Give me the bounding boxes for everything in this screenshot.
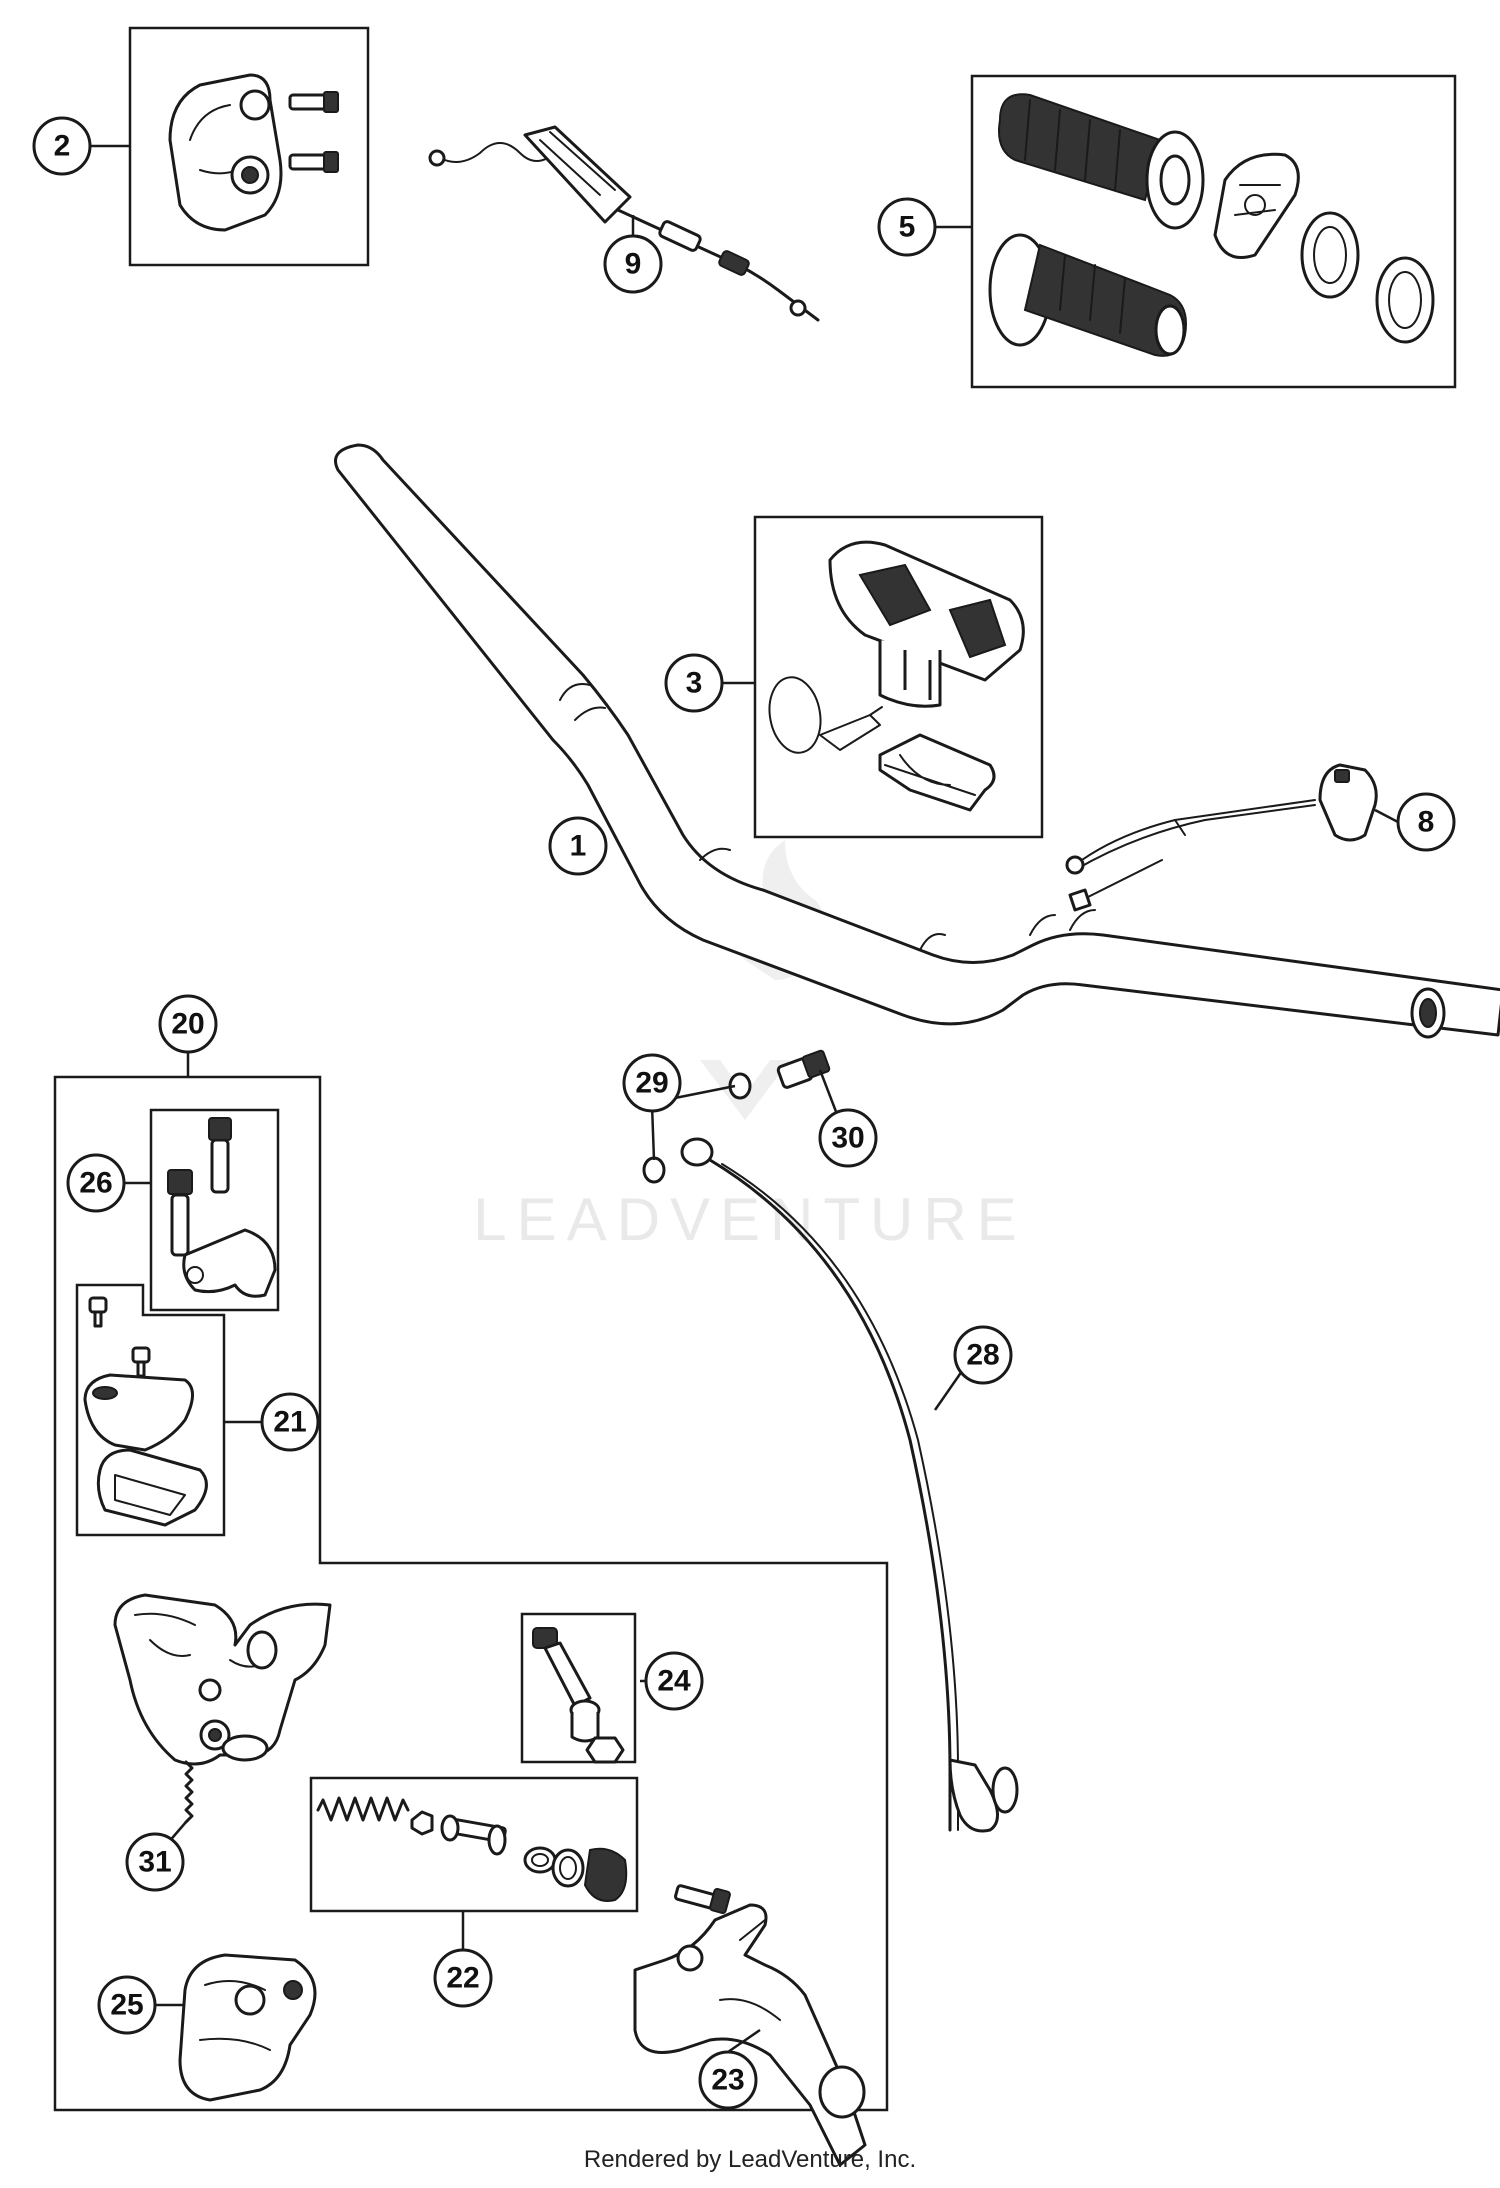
callout-23[interactable]: 23	[698, 2050, 758, 2110]
watermark-v-icon	[700, 1060, 790, 1120]
part-5-box	[970, 74, 1457, 389]
callout-26-label: 26	[79, 1167, 112, 1200]
callout-8[interactable]: 8	[1396, 792, 1456, 852]
bar-pad-mount	[878, 733, 996, 812]
callout-23-label: 23	[711, 2064, 744, 2097]
switch-screw-1	[288, 91, 339, 113]
callout-30-label: 30	[831, 1122, 864, 1155]
clamp-bolt-1	[208, 1117, 232, 1194]
cable-tie	[768, 676, 883, 754]
part-30-banjo-bolt[interactable]	[776, 1049, 831, 1089]
switch-screw-2	[288, 151, 339, 173]
part-21-box	[75, 1283, 226, 1537]
throttle-cam	[1213, 152, 1300, 259]
watermark-text: LEADVENTURE	[473, 1186, 1026, 1253]
throttle-ring-2	[1375, 256, 1435, 344]
part-3-bar-pad[interactable]	[753, 515, 1044, 839]
callout-21[interactable]: 21	[260, 1392, 320, 1452]
handlebar-tube	[334, 443, 1500, 1037]
part-24-box	[520, 1612, 637, 1764]
part-31-spring[interactable]	[184, 1760, 194, 1824]
part-21-reservoir-cap[interactable]	[75, 1283, 226, 1537]
callout-24-label: 24	[657, 1665, 691, 1698]
cap-screw-2	[131, 1346, 151, 1378]
callout-20-label: 20	[171, 1008, 204, 1041]
left-grip	[998, 93, 1205, 230]
callout-20[interactable]: 20	[158, 994, 218, 1054]
kill-switch-body	[1318, 763, 1378, 842]
part-1-handlebar[interactable]	[334, 443, 1500, 1039]
reservoir-cap	[83, 1373, 194, 1452]
callout-5-label: 5	[899, 211, 916, 244]
part-20-assembly-box	[53, 1075, 889, 2112]
part-24-adjuster[interactable]	[520, 1612, 637, 1764]
callout-22[interactable]: 22	[433, 1948, 493, 2008]
callout-3[interactable]: 3	[664, 653, 724, 713]
callout-29[interactable]: 29	[622, 1053, 682, 1113]
part-3-box	[753, 515, 1044, 839]
lever-body	[633, 1903, 867, 2167]
reservoir-diaphragm	[96, 1448, 208, 1527]
master-cylinder-body[interactable]	[113, 1593, 332, 1766]
callout-29-label: 29	[635, 1067, 668, 1100]
callout-2-label: 2	[54, 130, 71, 163]
part-5-grips-throttle[interactable]	[970, 74, 1457, 389]
part-26-box	[149, 1108, 280, 1312]
callout-31[interactable]: 31	[125, 1832, 185, 1892]
callout-31-label: 31	[138, 1846, 171, 1879]
callout-22-label: 22	[446, 1962, 479, 1995]
washer-2	[642, 1156, 666, 1184]
callout-2[interactable]: 2	[32, 116, 92, 176]
callout-26[interactable]: 26	[66, 1153, 126, 1213]
part-22-piston-kit[interactable]	[309, 1776, 639, 1913]
callout-25[interactable]: 25	[97, 1975, 157, 2035]
callout-28[interactable]: 28	[953, 1325, 1013, 1385]
callout-1-label: 1	[570, 830, 587, 863]
throttle-ring-1	[1300, 211, 1360, 299]
callout-3-label: 3	[686, 667, 703, 700]
callout-8-label: 8	[1418, 806, 1435, 839]
callout-30[interactable]: 30	[818, 1108, 878, 1168]
part-28-brake-line[interactable]	[680, 1137, 1019, 1833]
part-25-cover[interactable]	[178, 1953, 317, 2102]
part-22-box	[309, 1776, 639, 1913]
callout-28-label: 28	[966, 1339, 999, 1372]
callout-21-label: 21	[273, 1406, 306, 1439]
part-8-kill-switch[interactable]	[1065, 763, 1378, 912]
callout-24[interactable]: 24	[644, 1651, 704, 1711]
lever-pivot-bolt	[674, 1884, 731, 1915]
part-2-switch-housing[interactable]	[128, 26, 370, 267]
right-grip	[988, 233, 1187, 357]
callout-5[interactable]: 5	[877, 197, 937, 257]
part-26-clamp[interactable]	[149, 1108, 280, 1312]
part-23-lever[interactable]	[633, 1884, 867, 2167]
callout-9[interactable]: 9	[603, 234, 663, 294]
callout-1[interactable]: 1	[548, 816, 608, 876]
callout-25-label: 25	[110, 1989, 143, 2022]
clamp-bolt-2	[167, 1169, 193, 1257]
callout-9-label: 9	[625, 248, 642, 281]
part-9-throttle-cable[interactable]	[428, 125, 820, 322]
piston-spring	[316, 1796, 410, 1822]
cap-screw-1	[88, 1296, 108, 1328]
footer-credit: Rendered by LeadVenture, Inc.	[583, 2146, 917, 2173]
